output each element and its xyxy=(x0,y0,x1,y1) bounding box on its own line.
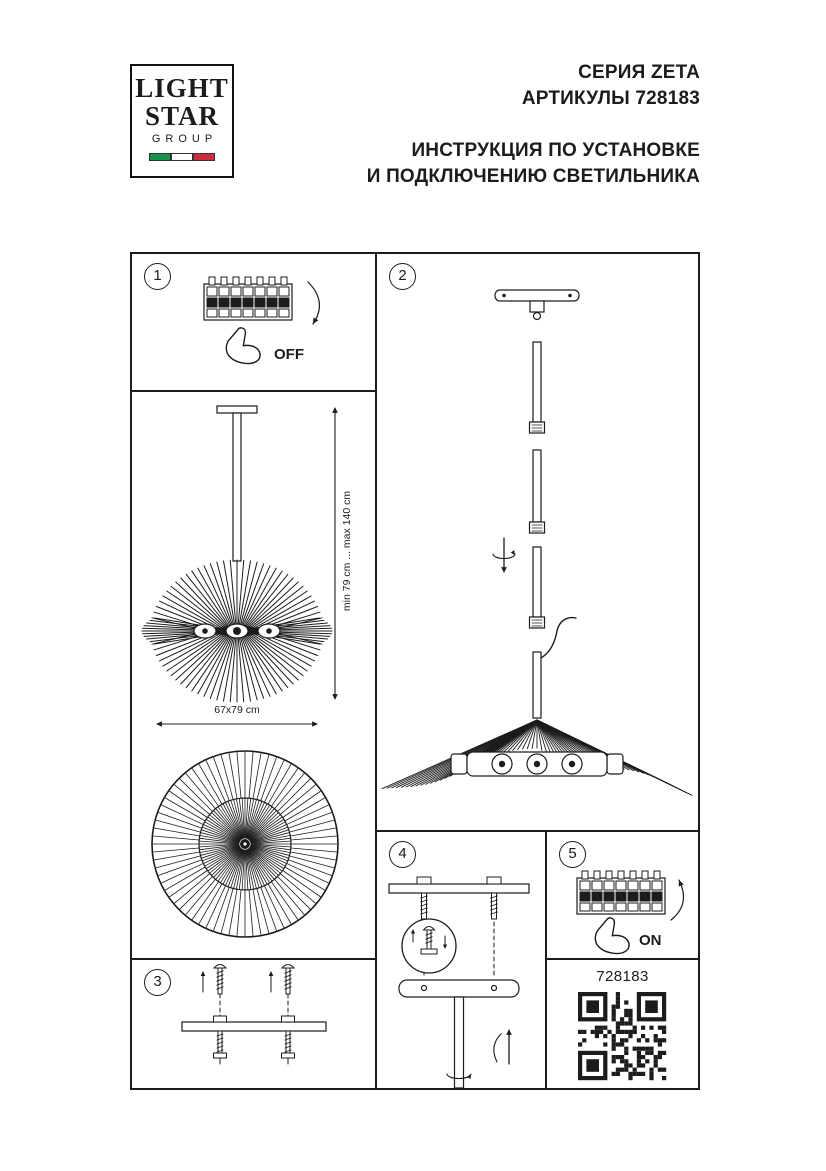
articles-line: АРТИКУЛЫ 728183 xyxy=(521,88,700,109)
step3-panel: 3 xyxy=(132,960,375,1088)
instruction-title-line2: И ПОДКЛЮЧЕНИЮ СВЕТИЛЬНИКА xyxy=(366,166,700,187)
article-number: 728183 xyxy=(596,968,649,985)
step5-panel: 5 ON xyxy=(547,832,698,958)
breaker-on-diagram xyxy=(547,832,698,963)
step1-badge: 1 xyxy=(144,263,171,290)
page-header: СЕРИЯ ZETA АРТИКУЛЫ 728183 ИНСТРУКЦИЯ ПО… xyxy=(367,60,700,190)
rod-assembly-diagram xyxy=(377,254,698,835)
italy-flag xyxy=(149,153,215,162)
step1-panel: 1 OFF xyxy=(132,254,375,390)
series-title: СЕРИЯ ZETA xyxy=(578,62,700,83)
canopy-mounting-diagram xyxy=(377,832,545,1093)
instruction-grid: 1 OFF min 79 cm ... max 140 cm 67x79 cm … xyxy=(130,252,700,1090)
step3-badge: 3 xyxy=(144,969,171,996)
height-dimension-label: min 79 cm ... max 140 cm xyxy=(341,490,353,612)
step2-badge: 2 xyxy=(389,263,416,290)
off-label: OFF xyxy=(274,346,304,363)
instruction-title-line1: ИНСТРУКЦИЯ ПО УСТАНОВКЕ xyxy=(411,140,700,161)
bracket-screws-diagram xyxy=(132,960,375,1093)
breaker-off-diagram xyxy=(132,254,375,395)
on-label: ON xyxy=(639,932,662,949)
step4-panel: 4 xyxy=(377,832,545,1089)
step2-panel: 2 xyxy=(377,254,698,830)
flag-stripe-red xyxy=(193,153,215,162)
step4-badge: 4 xyxy=(389,841,416,868)
grid-divider xyxy=(545,958,698,960)
grid-divider xyxy=(132,958,375,960)
grid-divider xyxy=(375,254,377,1088)
qr-panel: 728183 xyxy=(547,960,698,1088)
width-dimension-label: 67x79 cm xyxy=(214,704,260,716)
grid-divider xyxy=(375,830,698,832)
lamp-side-and-top-view-diagram xyxy=(132,392,375,963)
logo-word-light: LIGHT xyxy=(135,73,229,103)
grid-divider xyxy=(132,390,375,392)
step5-badge: 5 xyxy=(559,841,586,868)
qr-code xyxy=(547,960,698,1093)
logo-word-star: STAR xyxy=(144,100,220,131)
logo-word-group: GROUP xyxy=(151,133,218,146)
lightstar-logo: LIGHT STAR GROUP xyxy=(130,64,234,178)
flag-stripe-green xyxy=(149,153,171,162)
lamp-dimensions-panel: min 79 cm ... max 140 cm 67x79 cm xyxy=(132,392,375,958)
flag-stripe-white xyxy=(171,153,193,162)
